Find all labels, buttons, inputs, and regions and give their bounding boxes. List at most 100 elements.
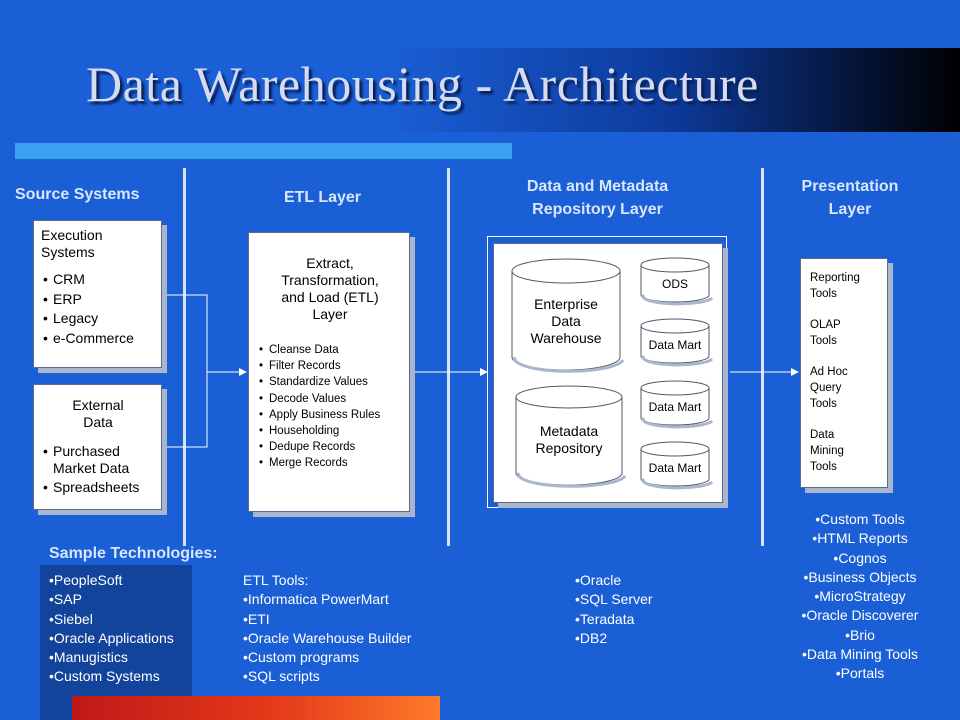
enterprise-data-warehouse-cylinder: Enterprise Data Warehouse xyxy=(511,258,625,373)
layer-divider-2 xyxy=(447,168,450,546)
list-item: •DB2 xyxy=(575,629,608,646)
layer-divider-3 xyxy=(761,168,764,546)
etl-title: Extract, Transformation, and Load (ETL) … xyxy=(257,255,403,323)
list-item: Spreadsheets xyxy=(41,479,155,496)
list-item: Apply Business Rules xyxy=(257,407,403,423)
list-item: •Teradata xyxy=(575,610,635,627)
list-item: •Custom Systems xyxy=(49,668,160,685)
olap-tools-label: OLAP Tools xyxy=(810,317,883,349)
header-repository-layer: Data and Metadata Repository Layer xyxy=(490,175,705,221)
list-item: •Cognos xyxy=(833,549,887,566)
execution-systems-title-line2: Systems xyxy=(41,244,95,260)
external-data-title-line1: External xyxy=(72,397,124,413)
etl-title-line: and Load (ETL) xyxy=(281,289,379,305)
page-title: Data Warehousing - Architecture xyxy=(86,56,759,112)
tool-label-line: Reporting xyxy=(810,272,860,284)
list-item: •HTML Reports xyxy=(812,530,908,547)
cylinder-shape xyxy=(515,385,627,488)
external-data-list: Purchased Market Data Spreadsheets xyxy=(41,443,155,496)
etl-title-line: Transformation, xyxy=(281,272,379,288)
execution-systems-list: CRM ERP Legacy e-Commerce xyxy=(41,270,155,348)
etl-title-line: Layer xyxy=(312,306,348,322)
list-item: Decode Values xyxy=(257,391,403,407)
left-accent-strip xyxy=(40,565,192,720)
list-item: Dedupe Records xyxy=(257,439,403,455)
data-mart-cylinder: Data Mart xyxy=(640,380,714,429)
header-repository-line2: Repository Layer xyxy=(532,201,663,218)
execution-systems-title-line1: Execution xyxy=(41,227,103,243)
header-repository-line1: Data and Metadata xyxy=(526,178,669,195)
tool-label-line: Tools xyxy=(810,335,837,347)
list-item: e-Commerce xyxy=(41,329,155,349)
external-data-title-line2: Data xyxy=(83,414,113,430)
cylinder-shape xyxy=(640,257,714,306)
list-item: •Informatica PowerMart xyxy=(243,591,389,608)
ods-cylinder: ODS xyxy=(640,257,714,306)
tool-label-line: Tools xyxy=(810,461,837,473)
etl-tools-list: ETL Tools: •Informatica PowerMart •ETI •… xyxy=(243,571,412,687)
data-mining-tools-label: Data Mining Tools xyxy=(810,427,883,475)
connector-execution-to-etl xyxy=(165,294,247,376)
cylinder-shape xyxy=(640,380,714,429)
list-item: •Oracle xyxy=(575,572,622,588)
list-item: Standardize Values xyxy=(257,374,403,390)
header-presentation-line1: Presentation xyxy=(801,178,899,195)
list-item: Cleanse Data xyxy=(257,342,403,358)
data-mart-cylinder: Data Mart xyxy=(640,318,714,367)
list-item: •ETI xyxy=(243,610,270,627)
connector-external-to-etl xyxy=(165,372,208,448)
list-item: •Custom programs xyxy=(243,649,360,666)
sample-technologies-heading: Sample Technologies: xyxy=(49,545,218,562)
list-item: •Business Objects xyxy=(803,568,917,585)
presentation-products-list: •Custom Tools •HTML Reports •Cognos •Bus… xyxy=(770,510,950,684)
list-item: •Oracle Applications xyxy=(49,629,174,646)
reporting-tools-label: Reporting Tools xyxy=(810,270,883,302)
list-item: ETL Tools: xyxy=(243,572,309,588)
presentation-tools-card: Reporting Tools OLAP Tools Ad Hoc Query … xyxy=(800,258,888,488)
tool-label-line: Tools xyxy=(810,398,837,410)
ods-label: ODS xyxy=(661,277,688,291)
bottom-accent-bar xyxy=(72,696,440,720)
tool-label-line: Query xyxy=(810,382,842,394)
list-item: •SQL Server xyxy=(575,591,653,608)
list-item: Householding xyxy=(257,423,403,439)
list-item: •Data Mining Tools xyxy=(802,646,918,663)
source-technologies-list: •PeopleSoft •SAP •Siebel •Oracle Applica… xyxy=(49,571,174,687)
metadata-repository-cylinder: Metadata Repository xyxy=(515,385,627,488)
list-item: •Portals xyxy=(835,665,885,682)
tool-label-line: Mining xyxy=(810,445,844,457)
list-item: •Brio xyxy=(845,626,875,643)
list-item: •Custom Tools xyxy=(815,511,905,527)
edw-label: Enterprise Data Warehouse xyxy=(511,296,621,347)
data-mart-cylinder: Data Mart xyxy=(640,441,714,490)
execution-systems-card: Execution Systems CRM ERP Legacy e-Comme… xyxy=(33,220,162,368)
data-mart-label: Data Mart xyxy=(648,400,702,414)
tool-label-line: OLAP xyxy=(810,319,841,331)
tool-label-line: Ad Hoc xyxy=(810,366,848,378)
title-accent-stripe xyxy=(15,143,512,159)
header-source-systems: Source Systems xyxy=(15,186,140,203)
cylinder-shape xyxy=(511,258,625,373)
list-item: •MicroStrategy xyxy=(814,588,906,605)
header-etl-layer: ETL Layer xyxy=(283,189,362,206)
list-item: Merge Records xyxy=(257,455,403,471)
metadata-label-line: Metadata xyxy=(539,423,599,439)
layer-divider-1 xyxy=(183,168,186,546)
list-item: •PeopleSoft xyxy=(49,572,123,588)
data-mart-label: Data Mart xyxy=(648,338,702,352)
metadata-label: Metadata Repository xyxy=(515,423,623,457)
list-item: Purchased Market Data xyxy=(41,443,155,477)
list-item: ERP xyxy=(41,290,155,310)
etl-process-list: Cleanse Data Filter Records Standardize … xyxy=(257,342,403,472)
header-presentation-layer: Presentation Layer xyxy=(770,175,930,221)
list-item: Legacy xyxy=(41,309,155,329)
tool-label-line: Data xyxy=(810,429,835,441)
etl-title-line: Extract, xyxy=(306,255,354,271)
list-item: CRM xyxy=(41,270,155,290)
list-item: •Oracle Warehouse Builder xyxy=(243,629,412,646)
list-item: •SQL scripts xyxy=(243,668,320,685)
cylinder-shape xyxy=(640,441,714,490)
list-item: •SAP xyxy=(49,591,82,608)
edw-label-line: Warehouse xyxy=(530,330,602,346)
